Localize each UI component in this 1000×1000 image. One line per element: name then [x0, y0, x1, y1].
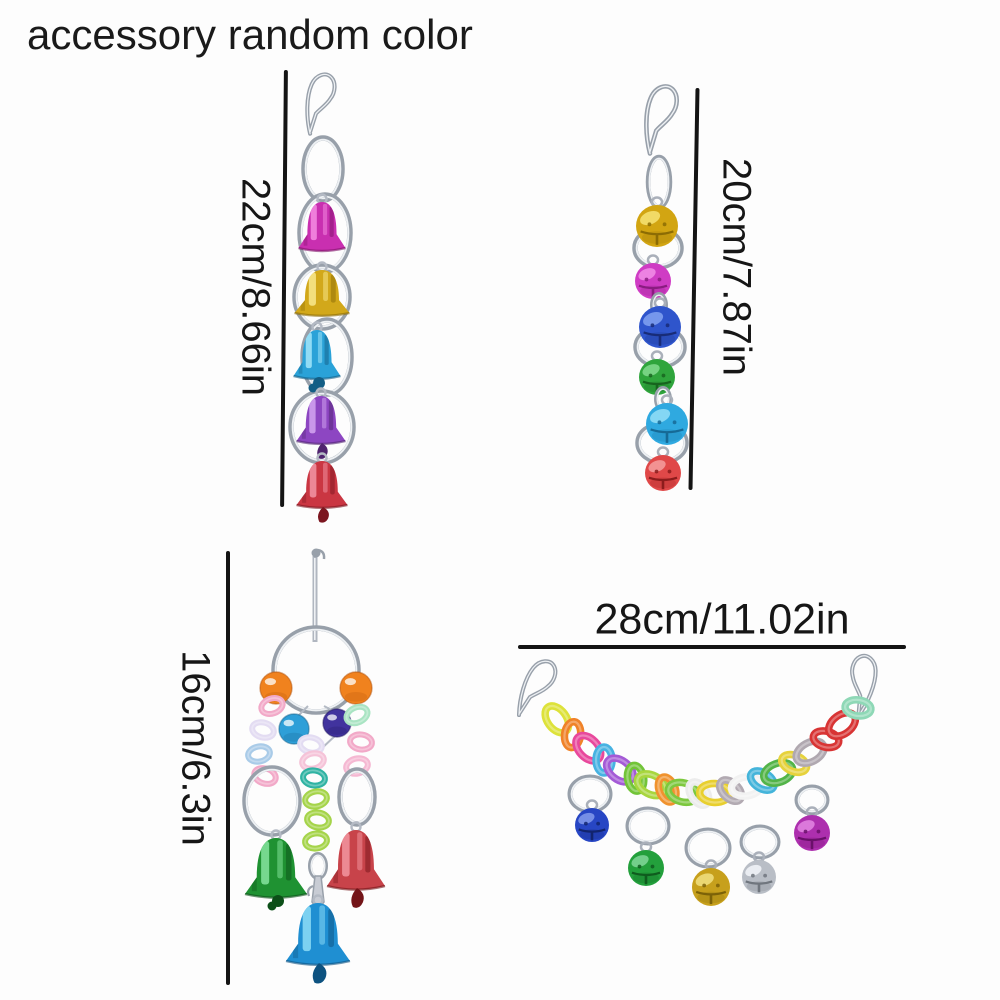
metal-ring — [625, 806, 671, 846]
hanging-clip — [850, 653, 878, 719]
jingle-bell-green — [628, 841, 664, 886]
jingle-bell-silver — [742, 851, 776, 894]
hanging-clip — [305, 72, 337, 136]
toy-bead-swing — [242, 548, 386, 984]
toy-bell-string — [288, 72, 356, 523]
plastic-chain-link — [302, 788, 330, 810]
plastic-chain-link — [347, 731, 375, 753]
plastic-chain-link — [343, 755, 371, 777]
jingle-bell-gold — [692, 859, 730, 906]
dimension-label-bead-swing: 16cm/6.3in — [173, 650, 218, 846]
metal-ring — [645, 154, 673, 210]
bell-blue — [285, 894, 351, 984]
dimension-line-bead-swing — [226, 551, 230, 985]
hanging-clip — [516, 659, 558, 718]
bell-red — [296, 452, 348, 523]
plastic-chain-link — [343, 703, 371, 727]
plastic-chain-link — [249, 719, 277, 741]
dimension-label-chain-bridge: 28cm/11.02in — [594, 595, 850, 644]
metal-clasp — [307, 852, 328, 908]
dimension-line-chain-bridge — [518, 645, 906, 649]
plastic-chain-link — [245, 743, 273, 765]
metal-ring — [739, 824, 781, 860]
jingle-bell-red — [645, 446, 681, 491]
metal-ring — [271, 625, 361, 715]
plastic-chain-link — [258, 695, 286, 717]
plastic-chain-link — [841, 696, 875, 720]
dimension-label-jingle-string: 20cm/7.87in — [714, 158, 759, 376]
plastic-chain-link — [300, 767, 328, 789]
jingle-bell-magenta — [794, 806, 830, 851]
bell-gold — [294, 261, 350, 317]
bell-green — [244, 829, 308, 911]
bell-sky-blue — [293, 321, 341, 393]
metal-ring — [242, 765, 302, 837]
bell-magenta — [298, 193, 346, 253]
metal-ring — [794, 784, 830, 816]
metal-ring — [567, 774, 613, 814]
jingle-bell-gold — [636, 196, 678, 247]
plastic-chain-link — [792, 737, 828, 768]
hanger-pin — [311, 548, 326, 642]
metal-ring — [337, 767, 377, 827]
toy-chain-bridge — [516, 653, 878, 906]
dimension-label-bell-string: 22cm/8.66in — [233, 178, 278, 396]
acrylic-chain — [541, 696, 875, 810]
toy-jingle-string — [632, 84, 689, 491]
bell-red — [326, 821, 386, 908]
jingle-bell-royal-blue — [639, 297, 681, 348]
bead-orange — [339, 671, 373, 705]
plastic-chain-link — [302, 830, 330, 852]
jingle-bell-blue — [575, 799, 609, 842]
hanging-clip — [644, 84, 680, 156]
metal-ring — [301, 135, 345, 203]
metal-ring — [308, 852, 328, 880]
metal-ring — [684, 827, 732, 869]
page-title: accessory random color — [27, 11, 473, 58]
jingle-bell-sky-blue — [646, 394, 688, 445]
plastic-chain-link — [727, 773, 766, 800]
plastic-chain-link — [602, 754, 637, 786]
plastic-chain-link — [304, 809, 332, 831]
